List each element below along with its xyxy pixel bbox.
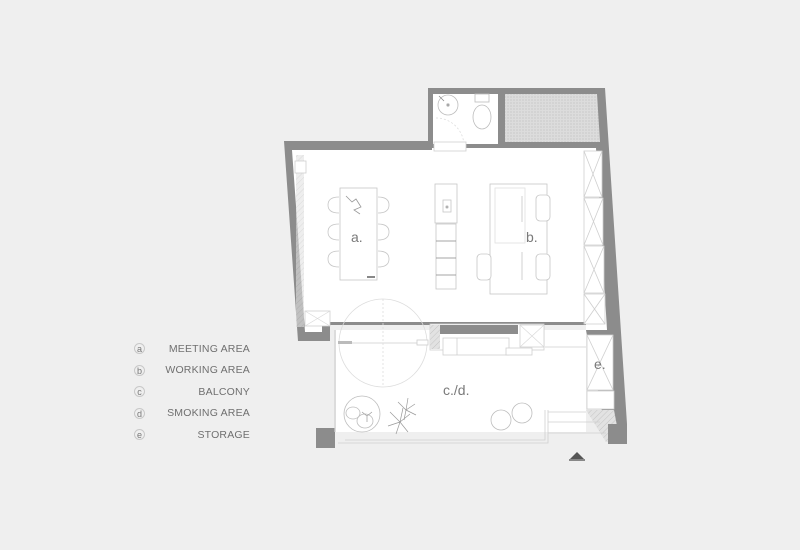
- revolving-door: [338, 298, 429, 388]
- legend-label: SMOKING AREA: [167, 407, 250, 420]
- kitchen-island: [434, 183, 458, 290]
- legend-key-c: c: [134, 386, 145, 398]
- legend-label: MEETING AREA: [168, 342, 250, 355]
- balcony-furniture: [343, 395, 533, 433]
- legend-key-e: e: [134, 429, 145, 441]
- meeting-table: [327, 187, 390, 281]
- room-label-working: b.: [526, 229, 538, 245]
- legend-key-a: a: [134, 343, 145, 355]
- legend-key-d: d: [134, 407, 145, 419]
- partition: [429, 323, 586, 356]
- room-label-storage: e.: [594, 356, 606, 372]
- room-label-meeting: a.: [351, 229, 363, 245]
- legend: a MEETING AREA b WORKING AREA c BALCONY …: [130, 338, 250, 446]
- legend-label: STORAGE: [197, 428, 250, 441]
- entrance-arrow-icon: [569, 452, 585, 461]
- plant-icons: [361, 397, 417, 435]
- working-desks: [476, 183, 551, 295]
- room-label-balcony-smoking: c./d.: [443, 382, 470, 398]
- legend-key-b: b: [134, 364, 145, 376]
- legend-item: a MEETING AREA: [130, 338, 250, 360]
- legend-item: e STORAGE: [130, 424, 250, 446]
- balcony-railing: [338, 410, 606, 444]
- legend-label: BALCONY: [198, 385, 250, 398]
- legend-label: WORKING AREA: [165, 364, 250, 377]
- legend-item: c BALCONY: [130, 381, 250, 403]
- legend-item: b WORKING AREA: [130, 360, 250, 382]
- storage-cabinets: [583, 150, 615, 410]
- legend-item: d SMOKING AREA: [130, 403, 250, 425]
- bathroom-fixtures: [433, 93, 492, 152]
